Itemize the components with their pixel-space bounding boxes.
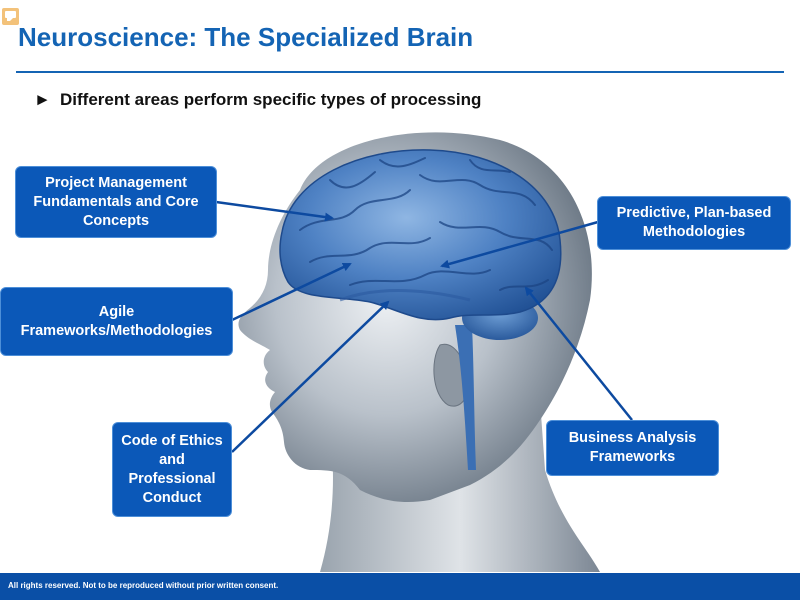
footer-bar: All rights reserved. Not to be reproduce… bbox=[0, 573, 800, 600]
footer-copyright: All rights reserved. Not to be reproduce… bbox=[8, 581, 279, 590]
callout-pm-fundamentals: Project Management Fundamentals and Core… bbox=[15, 166, 217, 238]
callout-business-analysis: Business Analysis Frameworks bbox=[546, 420, 719, 476]
brain-folds bbox=[299, 157, 553, 291]
callout-predictive: Predictive, Plan-based Methodologies bbox=[597, 196, 791, 250]
bullet-point: ► Different areas perform specific types … bbox=[34, 90, 481, 110]
arrow-business-analysis bbox=[524, 286, 633, 421]
arrow-agile bbox=[231, 262, 352, 322]
arrow-predictive bbox=[440, 220, 599, 269]
cerebrum-shape bbox=[279, 149, 562, 321]
callout-ethics: Code of Ethics and Professional Conduct bbox=[112, 422, 232, 517]
callout-arrows bbox=[215, 200, 633, 453]
bullet-arrow-icon: ► bbox=[34, 90, 51, 109]
arrow-ethics bbox=[231, 300, 390, 453]
callout-agile: Agile Frameworks/Methodologies bbox=[0, 287, 233, 356]
arrow-pm-fundamentals bbox=[215, 200, 334, 222]
brainstem-shape bbox=[455, 325, 476, 470]
slide-title: Neuroscience: The Specialized Brain bbox=[18, 22, 474, 52]
bullet-text: Different areas perform specific types o… bbox=[60, 90, 482, 109]
title-divider bbox=[16, 71, 784, 73]
comment-icon[interactable] bbox=[2, 8, 19, 25]
